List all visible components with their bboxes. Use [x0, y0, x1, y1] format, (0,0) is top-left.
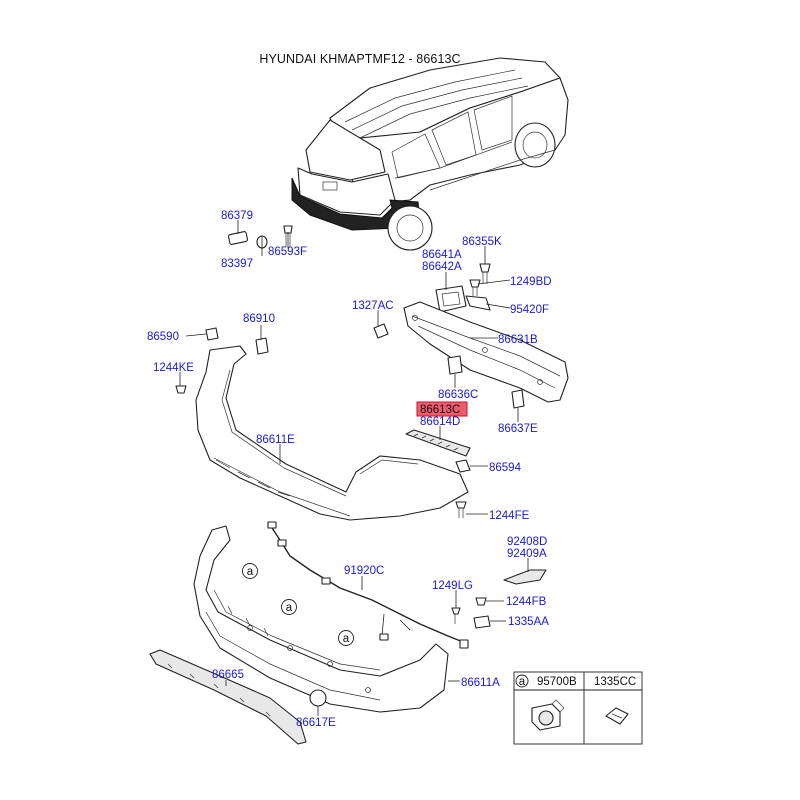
bracket-86636c: [447, 355, 463, 375]
legend-table: a 95700B 1335CC: [513, 671, 643, 745]
screw-1244fe: [455, 501, 467, 518]
bumper-cover-86611e: [195, 345, 469, 521]
legend-col2-label[interactable]: 1335CC: [594, 676, 636, 688]
wiring-harness-91920c: [267, 521, 469, 649]
marker-a-1: a: [242, 563, 258, 579]
callout-86910[interactable]: 86910: [243, 313, 275, 325]
bumper-cover-86611a: [193, 525, 449, 713]
bracket-95420f: [465, 295, 491, 311]
page-title: HYUNDAI KHMAPTMF12 - 86613C: [259, 52, 461, 66]
legend-col1-label[interactable]: 95700B: [537, 676, 577, 688]
parking-sensor-icon: [531, 699, 565, 731]
garnish-92408d: [503, 569, 547, 585]
bolt-86355k: [479, 263, 491, 284]
bracket-86641a: [435, 285, 467, 313]
lower-strip-86665: [149, 649, 307, 745]
callout-1335aa[interactable]: 1335AA: [508, 616, 549, 628]
reflector-part: [227, 231, 249, 245]
screw-1244fb: [475, 597, 487, 606]
callout-86637e[interactable]: 86637E: [498, 423, 538, 435]
vehicle-illustration: [291, 57, 569, 251]
callout-86590[interactable]: 86590: [147, 331, 179, 343]
clip-86590: [205, 327, 219, 341]
screw-1244ke: [175, 385, 187, 394]
callout-86611a[interactable]: 86611A: [461, 677, 500, 689]
nut-1327ac: [373, 323, 389, 339]
clip-86910: [255, 337, 269, 355]
sensor-holder-86617e: [309, 689, 327, 707]
callout-92409a[interactable]: 92409A: [507, 548, 547, 560]
retainer-clip-icon: [605, 707, 629, 725]
legend-ref-marker: [515, 674, 529, 688]
callout-86613c[interactable]: 86613C: [420, 404, 460, 416]
screw-part-86593f: [283, 225, 293, 247]
legend-ref-label: a: [519, 676, 526, 688]
callout-83397[interactable]: 83397: [221, 258, 253, 270]
marker-a-2: a: [281, 599, 297, 615]
callout-1327ac[interactable]: 1327AC: [352, 300, 394, 312]
leader-lines: [179, 220, 529, 716]
callout-86642a[interactable]: 86642A: [422, 261, 462, 273]
callout-86636c[interactable]: 86636C: [438, 389, 478, 401]
marker-a-3-label: a: [343, 633, 350, 645]
beam-86631b: [403, 301, 569, 403]
callout-86594[interactable]: 86594: [489, 462, 522, 474]
bolt-1249lg: [451, 607, 461, 624]
callout-86631b[interactable]: 86631B: [498, 334, 538, 346]
callout-1249bd[interactable]: 1249BD: [510, 276, 552, 288]
clip-1335aa: [473, 615, 491, 629]
marker-a-1-label: a: [247, 566, 254, 578]
callout-1244fb[interactable]: 1244FB: [506, 596, 547, 608]
callout-91920c[interactable]: 91920C: [344, 565, 384, 577]
callout-86641a[interactable]: 86641A: [422, 249, 462, 261]
marker-a-3: a: [338, 630, 354, 646]
callout-86379[interactable]: 86379: [221, 210, 253, 222]
callout-92408d[interactable]: 92408D: [507, 536, 547, 548]
reflector-strip-86613c: [405, 429, 471, 457]
callout-86611e[interactable]: 86611E: [256, 434, 295, 446]
bracket-86637e: [511, 389, 525, 409]
bolt-1249bd: [469, 279, 481, 296]
callout-1244ke[interactable]: 1244KE: [153, 362, 194, 374]
callout-86593f[interactable]: 86593F: [268, 246, 307, 258]
callout-95420f[interactable]: 95420F: [510, 304, 549, 316]
clip-86594: [455, 459, 471, 473]
callout-1249lg[interactable]: 1249LG: [432, 580, 473, 592]
callout-86614d[interactable]: 86614D: [420, 416, 460, 428]
callout-86355k[interactable]: 86355K: [462, 236, 502, 248]
callout-1244fe[interactable]: 1244FE: [489, 510, 530, 522]
callout-86613c-highlight[interactable]: 86613C: [416, 401, 468, 417]
marker-a-2-label: a: [286, 602, 293, 614]
callout-86665[interactable]: 86665: [212, 669, 244, 681]
callout-86617e[interactable]: 86617E: [296, 717, 336, 729]
